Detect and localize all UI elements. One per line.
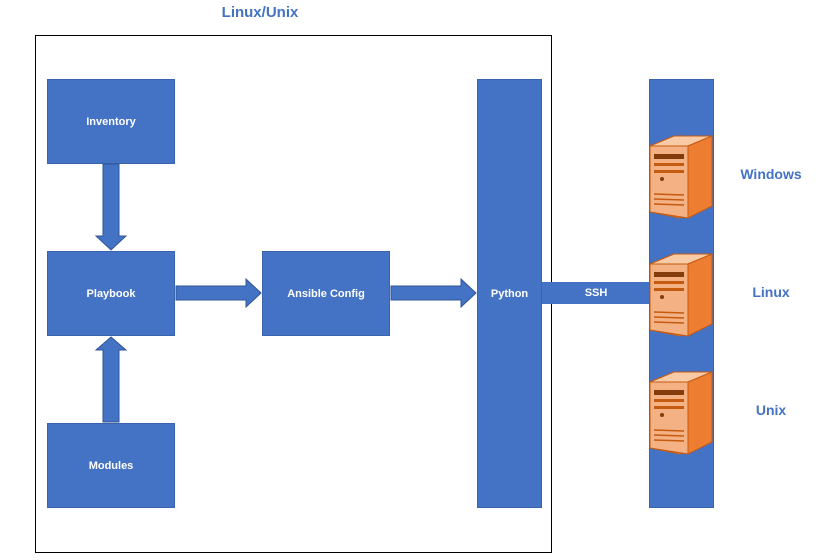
server-windows-icon — [649, 135, 713, 219]
target-label-unix: Unix — [755, 402, 787, 418]
server-unix-icon — [649, 371, 713, 455]
diagram-title: Linux/Unix — [221, 4, 299, 21]
inventory-box: Inventory — [47, 79, 175, 164]
ssh-connector: SSH — [542, 282, 650, 304]
arrow-config-to-python — [390, 277, 477, 309]
arrow-playbook-to-config — [175, 277, 262, 309]
playbook-box: Playbook — [47, 251, 175, 336]
python-column: Python — [477, 79, 542, 508]
ansible-config-box: Ansible Config — [262, 251, 390, 336]
server-linux-icon — [649, 253, 713, 337]
arrow-inventory-to-playbook — [94, 163, 128, 251]
target-label-linux: Linux — [752, 284, 790, 300]
modules-box: Modules — [47, 423, 175, 508]
arrow-modules-to-playbook — [94, 336, 128, 423]
target-label-windows: Windows — [740, 166, 802, 182]
